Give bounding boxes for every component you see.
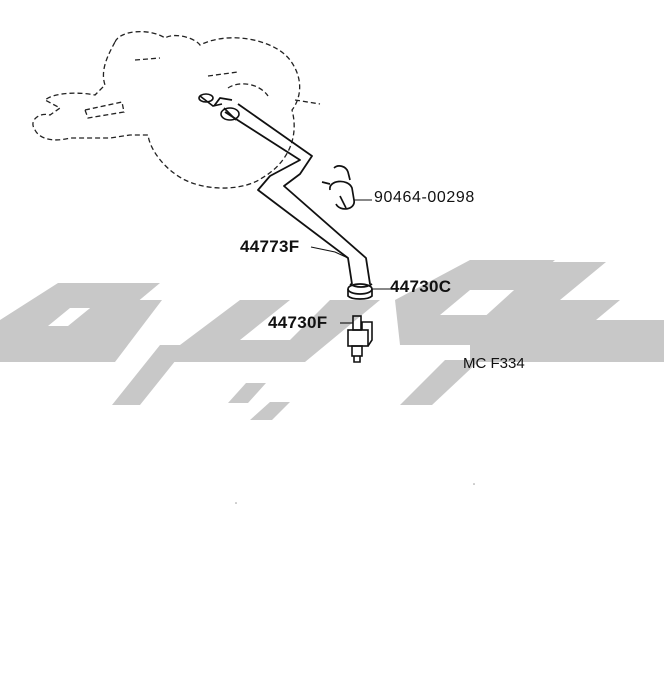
- hose-end-clamp-icon: [220, 107, 240, 121]
- part-number-clip: 90464-00298: [374, 189, 475, 206]
- brake-booster-outline-icon: [32, 31, 321, 189]
- arabic-logo-watermark: [0, 260, 664, 420]
- figure-code: MC F334: [463, 355, 525, 372]
- clip-icon: [321, 165, 355, 210]
- booster-port-icon: [198, 93, 223, 107]
- part-number-check-valve: 44730F: [268, 313, 328, 332]
- vacuum-hose-icon: [213, 97, 373, 288]
- scan-specks: [235, 483, 475, 504]
- leader-lines: [310, 199, 390, 324]
- part-number-hose: 44773F: [240, 237, 300, 256]
- leader-hose: [310, 246, 349, 259]
- part-number-hose-clamp: 44730C: [390, 277, 452, 296]
